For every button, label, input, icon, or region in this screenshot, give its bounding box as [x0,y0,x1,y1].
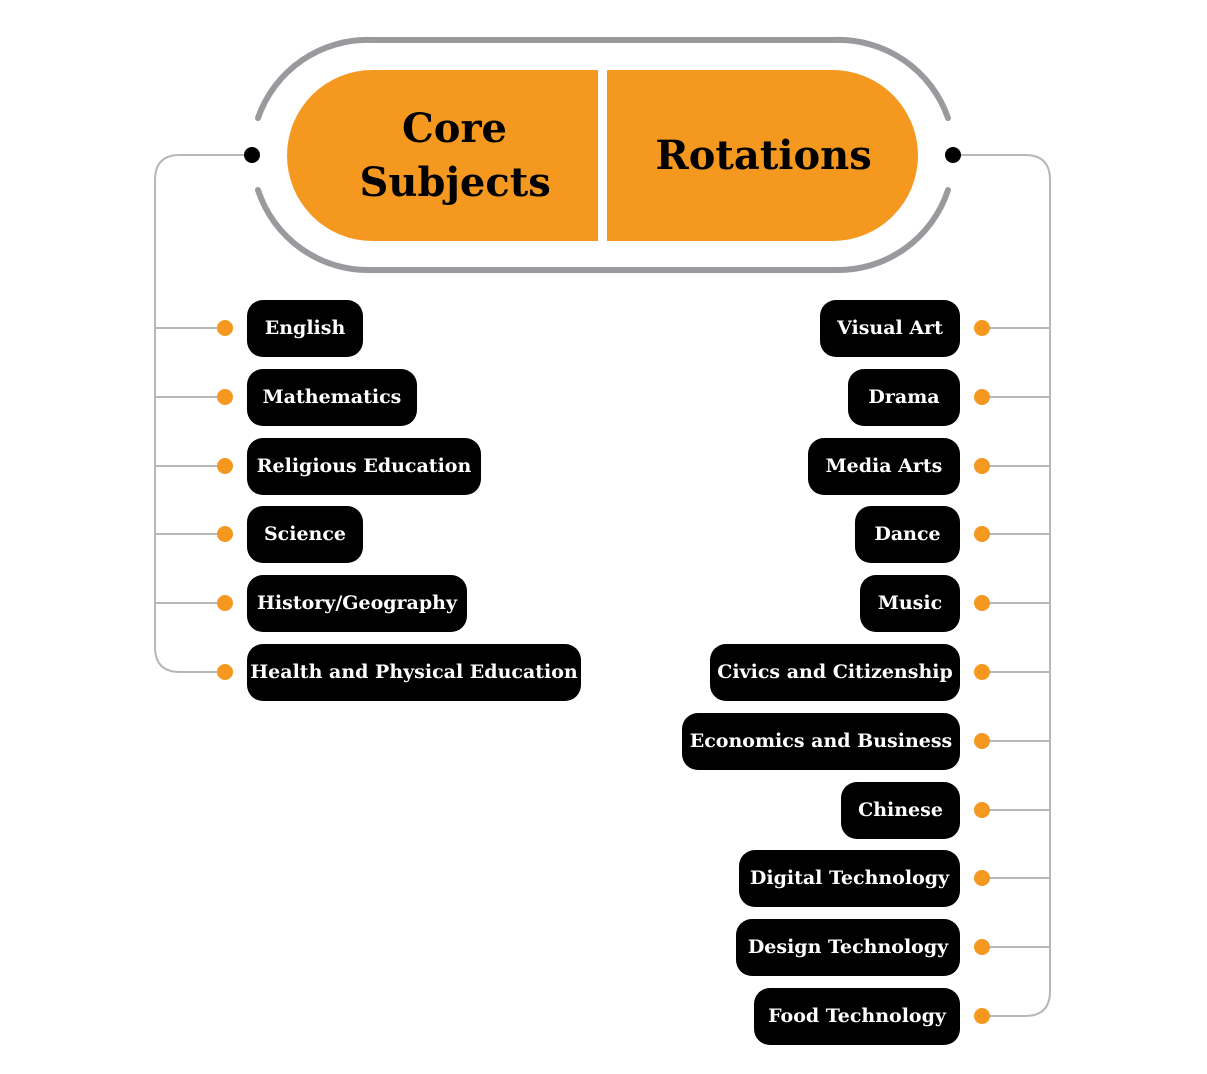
core-subjects-anchor-dot [244,147,260,163]
rotations-anchor-dot [945,147,961,163]
rotations-bracket [953,154,1051,1017]
core-subject-science-dot [217,526,233,542]
core-subject-english-pill: English [247,299,363,357]
core-subjects-title: Core Subjects [359,104,551,206]
rotation-food-technology-pill: Food Technology [754,987,960,1045]
core-subject-health-and-physical-education-dot [217,664,233,680]
core-subject-religious-education-dot [217,458,233,474]
core-subject-religious-education-pill: Religious Education [247,437,481,495]
core-subject-mathematics-pill: Mathematics [247,368,417,426]
core-subject-history-geography-dot [217,595,233,611]
rotation-civics-and-citizenship-dot [974,664,990,680]
core-subject-health-and-physical-education-pill: Health and Physical Education [247,643,581,701]
rotation-drama-pill: Drama [848,368,960,426]
rotation-design-technology-dot [974,939,990,955]
rotations-header: Rotations [607,70,918,241]
rotation-chinese-pill: Chinese [841,781,960,839]
rotation-design-technology-pill: Design Technology [736,918,960,976]
rotation-dance-pill: Dance [855,505,960,563]
rotation-economics-and-business-dot [974,733,990,749]
core-subjects-header: Core Subjects [287,70,598,241]
rotation-drama-dot [974,389,990,405]
core-subjects-bracket [154,154,252,673]
core-subject-science-pill: Science [247,505,363,563]
rotation-visual-art-pill: Visual Art [820,299,960,357]
rotations-title: Rotations [655,131,872,179]
rotation-media-arts-dot [974,458,990,474]
rotation-music-dot [974,595,990,611]
core-subject-mathematics-dot [217,389,233,405]
rotation-food-technology-dot [974,1008,990,1024]
rotation-civics-and-citizenship-pill: Civics and Citizenship [710,643,960,701]
rotation-digital-technology-pill: Digital Technology [739,849,960,907]
rotation-visual-art-dot [974,320,990,336]
core-subject-history-geography-pill: History/Geography [247,574,467,632]
rotation-dance-dot [974,526,990,542]
rotation-music-pill: Music [860,574,960,632]
rotation-economics-and-business-pill: Economics and Business [682,712,960,770]
rotation-digital-technology-dot [974,870,990,886]
rotation-media-arts-pill: Media Arts [808,437,960,495]
core-subject-english-dot [217,320,233,336]
rotation-chinese-dot [974,802,990,818]
